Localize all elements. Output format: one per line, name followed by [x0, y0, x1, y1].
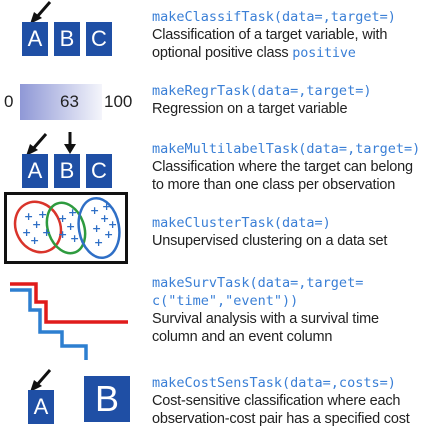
task-row-surv: makeSurvTask(data=,target= c("time","eve…	[0, 266, 446, 366]
regr-icon: 0 63 100	[0, 72, 140, 130]
cluster-description: Unsupervised clustering on a data set	[152, 233, 388, 249]
svg-text:+: +	[108, 218, 117, 231]
arrow-icon	[30, 369, 52, 392]
task-row-costsens: A B makeCostSensTask(data=,costs=) Cost-…	[0, 366, 446, 438]
task-row-regr: 0 63 100 makeRegrTask(data=,target=) Reg…	[0, 72, 446, 130]
regr-signature: makeRegrTask(data=,target=)	[152, 83, 372, 99]
svg-text:+: +	[32, 218, 41, 231]
class-box-c: C	[86, 22, 112, 56]
costsens-icon: A B	[0, 366, 140, 438]
svg-text:+: +	[102, 200, 111, 213]
cluster-description-block: makeClusterTask(data=) Unsupervised clus…	[152, 214, 444, 250]
svg-text:+: +	[100, 212, 109, 225]
class-box-c: C	[86, 154, 112, 188]
task-row-multilabel: A B C makeMultilabelTask(data=,target=) …	[0, 130, 446, 194]
costsens-description-line-1: Cost-sensitive classification where each	[152, 393, 401, 409]
svg-text:+: +	[66, 220, 75, 233]
arrow-icon	[26, 132, 76, 156]
multilabel-description: Classification where the target can belo…	[152, 158, 444, 194]
positive-code: positive	[292, 45, 356, 61]
scale-min-label: 0	[4, 92, 14, 111]
classif-icon: A B C	[0, 0, 140, 70]
svg-text:+: +	[38, 208, 47, 221]
surv-icon	[0, 266, 140, 366]
task-row-classif: A B C makeClassifTask(data=,target=) Cla…	[0, 0, 446, 72]
classif-signature: makeClassifTask(data=,target=)	[152, 9, 396, 25]
class-box-a: A	[28, 390, 54, 424]
svg-text:+: +	[42, 226, 51, 239]
arrow-icon	[30, 1, 52, 24]
classif-description-line-2: optional positive class positive	[152, 44, 444, 62]
surv-signature-line-2: c("time","event"))	[152, 293, 299, 309]
svg-text:+: +	[24, 210, 33, 223]
class-box-b: B	[54, 154, 80, 188]
costsens-signature: makeCostSensTask(data=,costs=)	[152, 375, 396, 391]
svg-text:+: +	[92, 222, 101, 235]
surv-signature-line-1: makeSurvTask(data=,target=	[152, 275, 364, 291]
cluster-signature: makeClusterTask(data=)	[152, 215, 331, 231]
gradient-bar-icon	[20, 84, 102, 120]
surv-description: Survival analysis with a survival time c…	[152, 310, 444, 346]
classif-description-block: makeClassifTask(data=,target=) Classific…	[152, 8, 444, 62]
svg-text:+: +	[68, 206, 77, 219]
scale-max-label: 100	[104, 92, 133, 111]
classif-description: Classification of a target variable, wit…	[152, 26, 444, 62]
costsens-description-block: makeCostSensTask(data=,costs=) Cost-sens…	[152, 374, 444, 428]
task-row-cluster: +++ +++ +++ ++ +++ +++ + makeClusterTask…	[0, 192, 446, 266]
svg-text:+: +	[104, 228, 113, 241]
svg-text:+: +	[58, 228, 67, 241]
surv-description-block: makeSurvTask(data=,target= c("time","eve…	[152, 274, 444, 346]
cluster-icon: +++ +++ +++ ++ +++ +++ +	[0, 192, 140, 266]
cluster-ellipses-icon: +++ +++ +++ ++ +++ +++ +	[4, 192, 128, 264]
multilabel-description-block: makeMultilabelTask(data=,target=) Classi…	[152, 140, 444, 194]
scale-value-label: 63	[60, 92, 79, 111]
surv-description-line-2: column and an event column	[152, 329, 333, 345]
multilabel-signature: makeMultilabelTask(data=,target=)	[152, 141, 421, 157]
class-box-a: A	[22, 154, 48, 188]
survival-curves-icon	[10, 282, 128, 360]
svg-text:+: +	[58, 212, 67, 225]
regr-description-block: makeRegrTask(data=,target=) Regression o…	[152, 82, 444, 118]
multilabel-description-line-2: to more than one class per observation	[152, 177, 396, 193]
multilabel-description-line-1: Classification where the target can belo…	[152, 159, 413, 175]
surv-description-line-1: Survival analysis with a survival time	[152, 311, 379, 327]
svg-text:+: +	[22, 226, 31, 239]
multilabel-icon: A B C	[0, 130, 140, 192]
svg-text:+: +	[30, 234, 39, 247]
svg-text:+: +	[90, 204, 99, 217]
regr-description: Regression on a target variable	[152, 101, 348, 117]
costsens-description-line-2: observation-cost pair has a specified co…	[152, 411, 410, 427]
svg-text:+: +	[70, 232, 79, 245]
costsens-description: Cost-sensitive classification where each…	[152, 392, 444, 428]
classif-description-line-2-text: optional positive class	[152, 45, 293, 61]
class-box-a: A	[22, 22, 48, 56]
classif-description-line-1: Classification of a target variable, wit…	[152, 27, 388, 43]
svg-text:+: +	[94, 236, 103, 249]
class-box-b-large: B	[84, 376, 130, 422]
class-box-b: B	[54, 22, 80, 56]
